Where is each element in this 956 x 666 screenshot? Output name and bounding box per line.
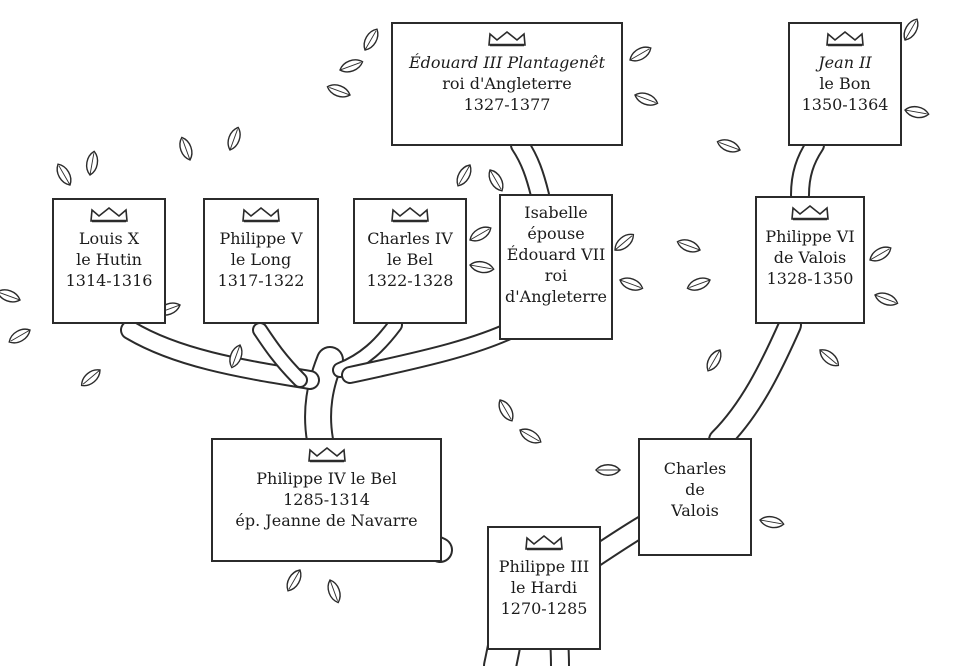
node-reign: 1322-1328 <box>366 271 454 290</box>
node-reign: 1328-1350 <box>766 269 854 288</box>
node-epithet: le Long <box>230 250 292 269</box>
node-reign: 1327-1377 <box>463 95 551 114</box>
node-spouse: ép. Jeanne de Navarre <box>235 511 418 530</box>
node-line: roi <box>544 266 568 285</box>
node-epithet: le Bon <box>819 74 871 93</box>
crown-icon <box>307 446 346 463</box>
node-line: de <box>685 480 705 499</box>
node-name: Philippe VI <box>765 227 855 246</box>
crown-icon <box>826 30 864 47</box>
node-reign: 1314-1316 <box>65 271 153 290</box>
node-philippe-v: Philippe V le Long 1317-1322 <box>203 198 319 324</box>
node-charles-iv: Charles IV le Bel 1322-1328 <box>353 198 467 324</box>
node-jean-ii: Jean II le Bon 1350-1364 <box>788 22 902 146</box>
node-line: Isabelle <box>524 203 588 222</box>
node-title: roi d'Angleterre <box>442 74 572 93</box>
node-line: épouse <box>527 224 585 243</box>
node-charles-de-valois: Charles de Valois <box>638 438 752 556</box>
node-reign: 1350-1364 <box>801 95 889 114</box>
node-name: Jean II <box>818 53 872 72</box>
node-name: Édouard III Plantagenêt <box>408 53 606 72</box>
node-name: Philippe V <box>219 229 303 248</box>
node-epithet: le Hardi <box>510 578 578 597</box>
node-louis-x: Louis X le Hutin 1314-1316 <box>52 198 166 324</box>
crown-icon <box>525 534 563 551</box>
node-reign: 1317-1322 <box>217 271 305 290</box>
node-epithet: de Valois <box>773 248 847 267</box>
node-edouard-iii: Édouard III Plantagenêt roi d'Angleterre… <box>391 22 623 146</box>
node-epithet: le Hutin <box>76 250 142 269</box>
node-reign: 1270-1285 <box>500 599 588 618</box>
node-line: Charles <box>663 459 727 478</box>
node-name: Philippe IV le Bel <box>256 469 397 488</box>
node-philippe-vi: Philippe VI de Valois 1328-1350 <box>755 196 865 324</box>
crown-icon <box>242 206 280 223</box>
node-philippe-iv: Philippe IV le Bel 1285-1314 ép. Jeanne … <box>211 438 442 562</box>
node-line: d'Angleterre <box>505 287 607 306</box>
node-isabelle: Isabelle épouse Édouard VII roi d'Anglet… <box>499 194 613 340</box>
crown-icon <box>488 30 526 47</box>
node-name: Charles IV <box>367 229 453 248</box>
node-philippe-iii: Philippe III le Hardi 1270-1285 <box>487 526 601 650</box>
node-name: Philippe III <box>498 557 590 576</box>
crown-icon <box>791 204 829 221</box>
crown-icon <box>391 206 429 223</box>
node-line: Édouard VII <box>506 245 606 264</box>
node-line: Valois <box>671 501 719 520</box>
node-epithet: le Bel <box>386 250 433 269</box>
node-name: Louis X <box>78 229 140 248</box>
crown-icon <box>90 206 128 223</box>
node-reign: 1285-1314 <box>283 490 370 509</box>
